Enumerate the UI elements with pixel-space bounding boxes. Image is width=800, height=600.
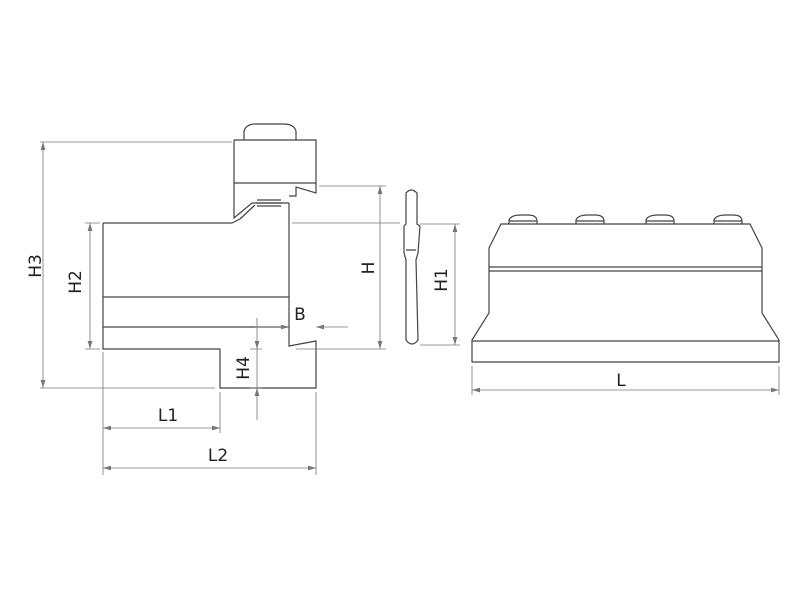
- label-h4: H4: [234, 356, 254, 380]
- clamp-screw-head: [243, 123, 297, 140]
- screw-head: [713, 214, 743, 224]
- extension-lines: [40, 141, 400, 475]
- blade-outline: [403, 189, 421, 345]
- side-view: H3 H2 H H4 B L1 L2: [26, 123, 400, 475]
- label-h2: H2: [66, 270, 86, 294]
- label-l2: L2: [208, 446, 228, 466]
- screw-head: [575, 214, 605, 224]
- clamp-thread: [239, 199, 282, 220]
- screw-head: [508, 214, 538, 224]
- label-h3: H3: [26, 254, 46, 278]
- body-outline: [102, 203, 317, 389]
- label-l1: L1: [158, 406, 178, 426]
- label-h: H: [359, 262, 379, 275]
- label-l: L: [616, 371, 626, 391]
- label-h1: H1: [432, 268, 452, 292]
- screw-head: [645, 214, 675, 224]
- length-view: L: [471, 214, 780, 395]
- label-b: B: [294, 305, 306, 325]
- blade-view: H1: [403, 189, 460, 346]
- holder-outline: [471, 223, 780, 363]
